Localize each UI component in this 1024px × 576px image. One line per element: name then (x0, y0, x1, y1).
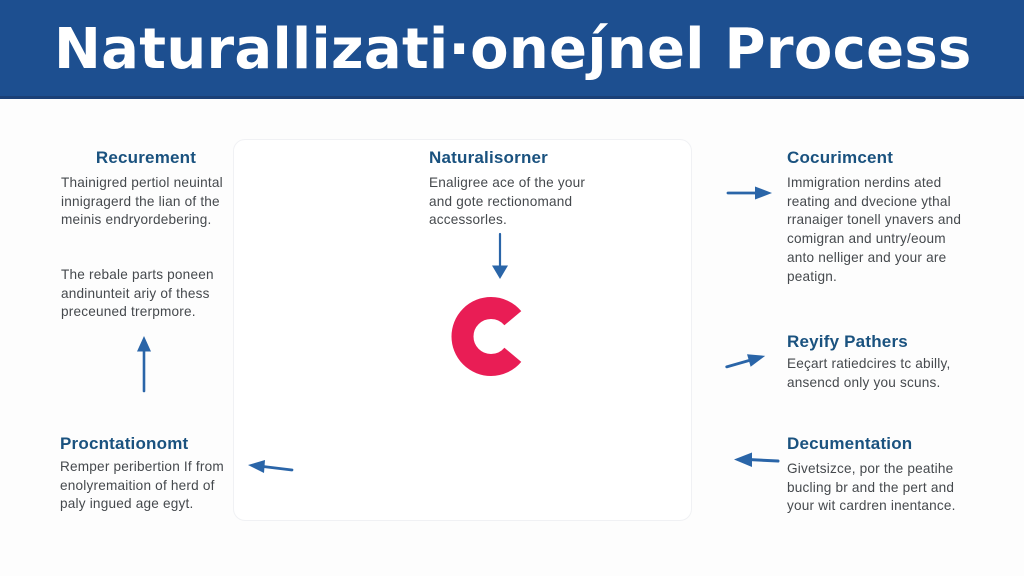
up-right-arrow-icon (725, 354, 766, 369)
paragraph-right-middle: Eeçart ratiedcires tc abilly, ansencd on… (787, 356, 951, 390)
page-title: Naturallizati·oneȷ́nel Process (54, 17, 972, 82)
paragraph-left-note: The rebale parts poneen andinunteit ariy… (61, 267, 214, 320)
paragraph-left-top: Thainigred pertiol neuintal innigragerd … (61, 175, 223, 228)
paragraph-right-top: Immigration nerdins ated reating and dve… (787, 175, 962, 284)
heading-reyify-pathers: Reyify Pathers (787, 332, 908, 351)
paragraph-center: Enaligree ace of the your and gote recti… (429, 175, 586, 228)
left-arrow-bottom-icon (734, 452, 780, 467)
heading-procntationomt: Procntationomt (60, 434, 189, 453)
heading-recurement: Recurement (95, 148, 197, 167)
up-arrow-icon (137, 336, 151, 393)
paragraph-left-bottom: Remper peribertion If from enolyremaitio… (60, 459, 224, 512)
header-banner: Naturallizati·oneȷ́nel Process (0, 0, 1024, 99)
heading-cocurimcent: Cocurimcent (787, 148, 894, 167)
c-letter-logo (451, 297, 531, 376)
right-arrow-icon (726, 186, 772, 200)
left-arrow-icon (248, 460, 294, 473)
heading-naturalisorner: Naturalisorner (429, 148, 549, 167)
paragraph-right-bottom: Givetsizce, por the peatihe bucling br a… (787, 461, 956, 514)
heading-decumentation: Decumentation (787, 434, 913, 453)
down-arrow-icon (492, 232, 508, 279)
